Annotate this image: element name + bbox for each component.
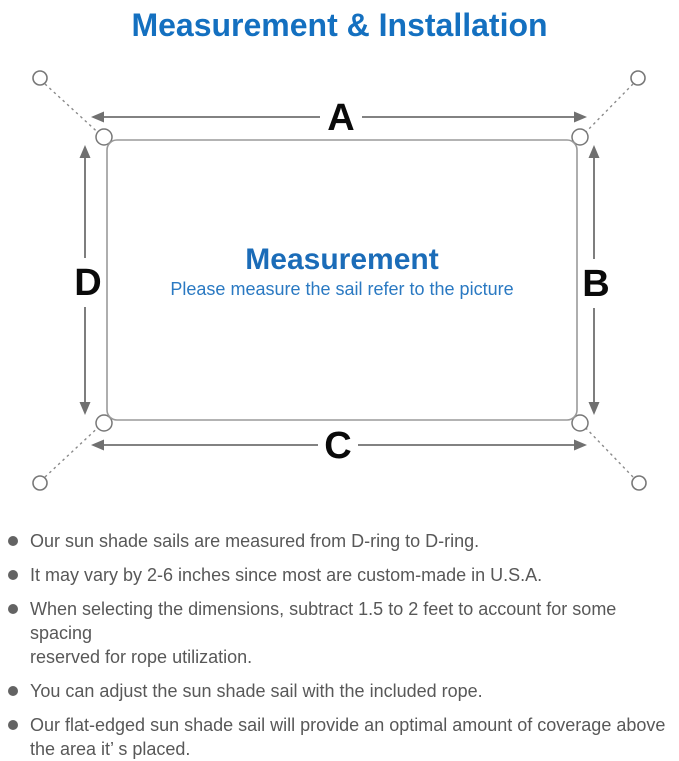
list-item-subtract-feet: When selecting the dimensions, subtract … bbox=[8, 597, 677, 669]
bullet-icon bbox=[8, 570, 18, 580]
d-ring-icon-top-left bbox=[95, 128, 113, 146]
dimension-label-d: D bbox=[74, 262, 101, 304]
anchor-ring-icon-bottom-left bbox=[32, 475, 48, 491]
list-item-measured-d-ring: Our sun shade sails are measured from D-… bbox=[8, 529, 677, 553]
bullet-icon bbox=[8, 720, 18, 730]
anchor-ring-icon-top-right bbox=[630, 70, 646, 86]
dimension-label-a: A bbox=[327, 97, 354, 139]
instruction-text: You can adjust the sun shade sail with t… bbox=[30, 681, 483, 701]
dimension-label-c: C bbox=[324, 425, 351, 467]
bullet-icon bbox=[8, 604, 18, 614]
dimension-label-b: B bbox=[582, 263, 609, 305]
dimension-arrow-c bbox=[91, 439, 587, 451]
anchor-ring-icon-bottom-right bbox=[631, 475, 647, 491]
sail-rectangle bbox=[106, 139, 578, 421]
rope-line-top-left bbox=[44, 83, 105, 139]
bullet-icon bbox=[8, 536, 18, 546]
instruction-list: Our sun shade sails are measured from D-… bbox=[0, 529, 679, 761]
rope-line-top-right bbox=[579, 83, 634, 139]
diagram-caption-subtitle: Please measure the sail refer to the pic… bbox=[170, 279, 513, 299]
instruction-text: Our sun shade sails are measured from D-… bbox=[30, 531, 480, 551]
instruction-text: It may vary by 2-6 inches since most are… bbox=[30, 565, 543, 585]
measurement-diagram: A B C D Measurement Please measure the s… bbox=[32, 70, 647, 491]
instruction-text: When selecting the dimensions, subtract … bbox=[30, 599, 617, 643]
page-title: Measurement & Installation bbox=[131, 7, 548, 43]
dimension-arrow-d bbox=[79, 145, 91, 415]
list-item-adjust-rope: You can adjust the sun shade sail with t… bbox=[8, 679, 677, 703]
list-item-vary-inches: It may vary by 2-6 inches since most are… bbox=[8, 563, 677, 587]
bullet-icon bbox=[8, 686, 18, 696]
page: Measurement & Installation bbox=[8, 7, 665, 759]
rope-line-bottom-left bbox=[44, 421, 105, 478]
rope-line-bottom-right bbox=[579, 421, 634, 478]
anchor-ring-icon-top-left bbox=[32, 70, 48, 86]
dimension-arrow-b bbox=[588, 145, 600, 415]
instruction-text: the area it’ s placed. bbox=[30, 739, 191, 759]
d-ring-icon-bottom-right bbox=[571, 414, 589, 432]
d-ring-icon-top-right bbox=[571, 128, 589, 146]
diagram-caption-title: Measurement bbox=[245, 243, 438, 276]
list-item-flat-edged-coverage: Our flat-edged sun shade sail will provi… bbox=[8, 713, 677, 761]
instruction-text: Our flat-edged sun shade sail will provi… bbox=[30, 715, 666, 735]
d-ring-icon-bottom-left bbox=[95, 414, 113, 432]
instruction-text: reserved for rope utilization. bbox=[30, 647, 253, 667]
dimension-arrow-a bbox=[91, 111, 587, 123]
